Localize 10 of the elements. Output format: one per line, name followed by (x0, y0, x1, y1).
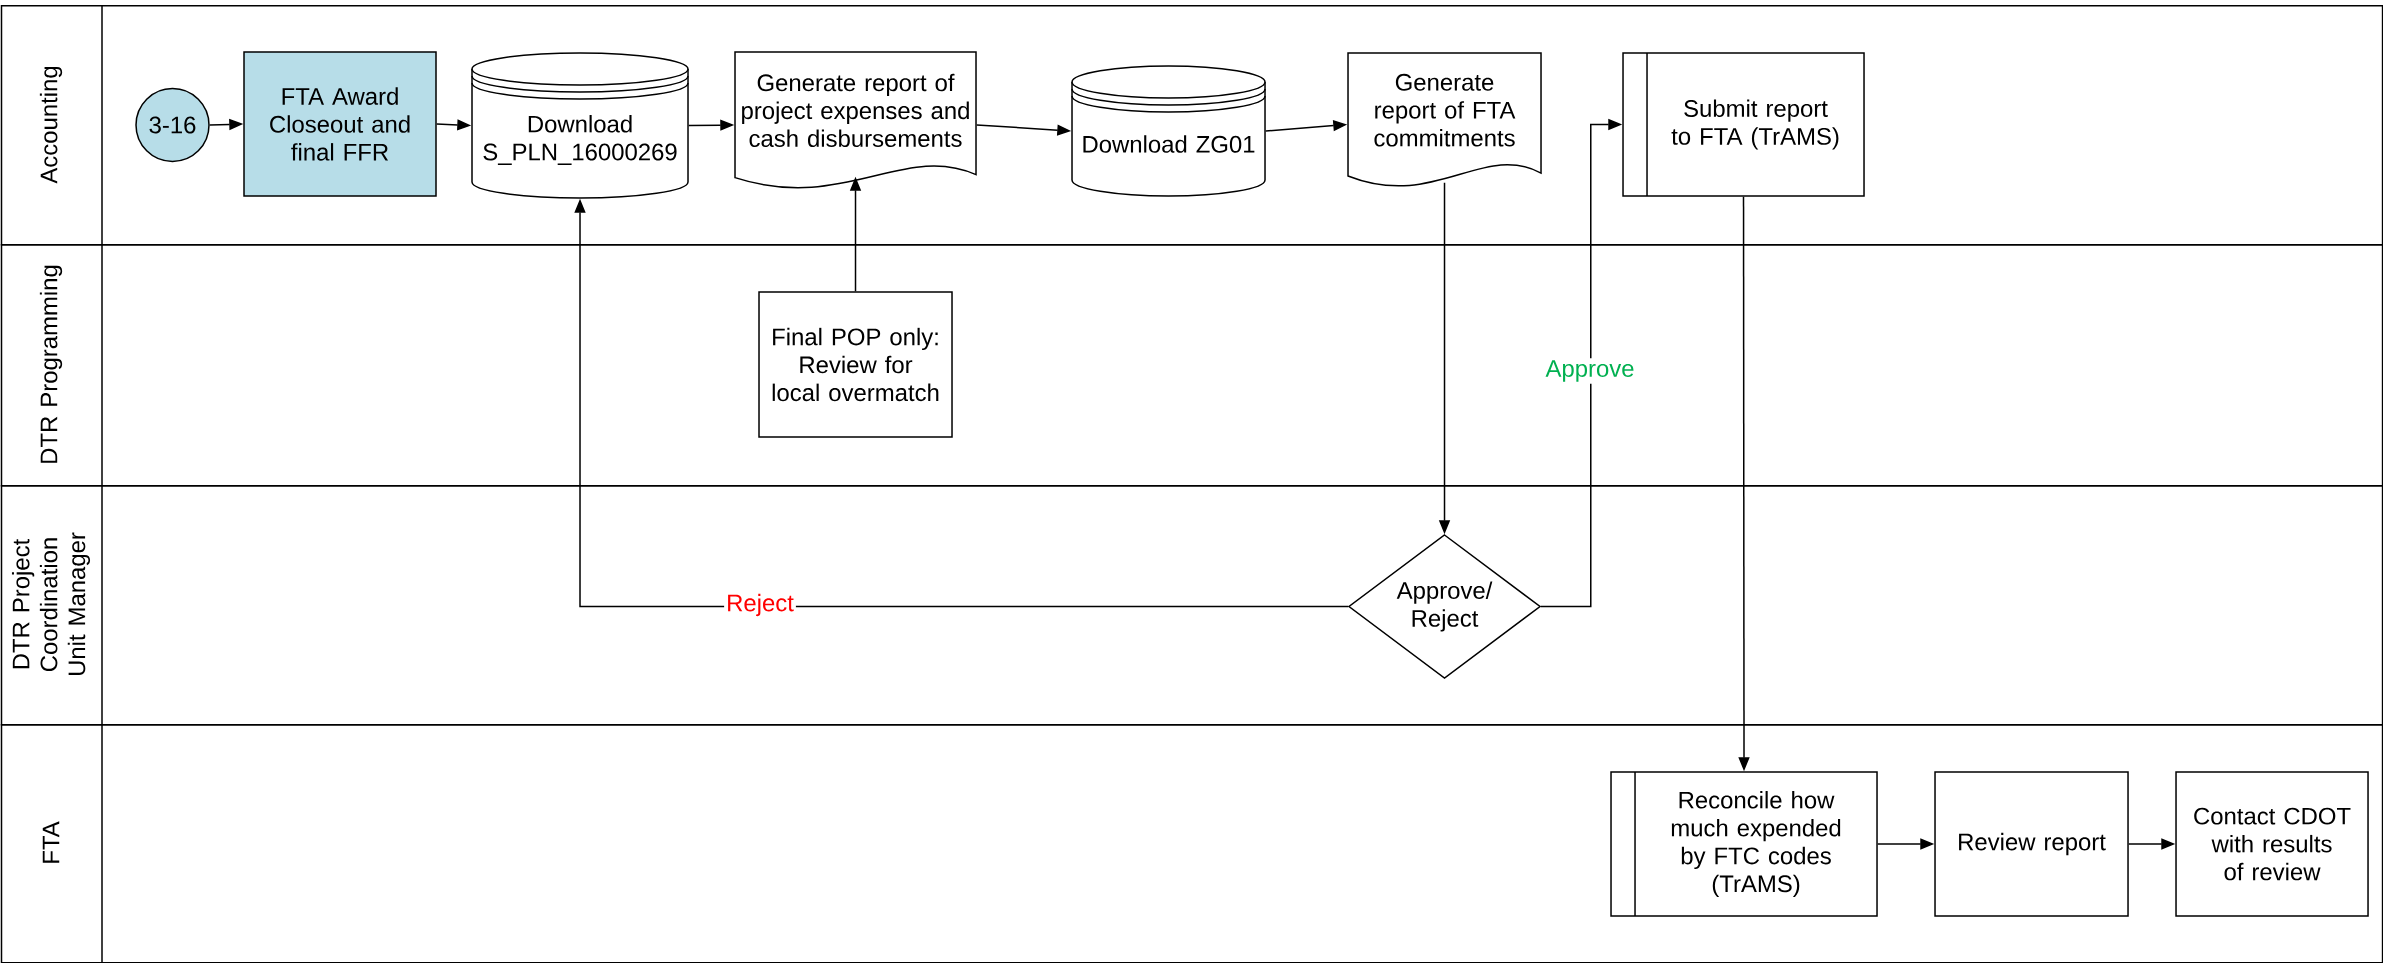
edge-label: Reject (724, 591, 796, 619)
database-cylinder: Download S_PLN_16000269 (471, 52, 689, 199)
process-box: FTA Award Closeout and final FFR (243, 51, 437, 197)
process-box: Contact CDOT with results of review (2175, 771, 2369, 917)
process-box: Review report (1934, 771, 2129, 917)
database-cylinder: Download ZG01 (1071, 65, 1266, 197)
edge-label: Approve (1543, 358, 1637, 384)
predefined-process-box: Submit report to FTA (TrAMS) (1622, 52, 1865, 197)
process-box: Final POP only: Review for local overmatch (758, 291, 953, 438)
predefined-process-box: Reconcile how much expended by FTC codes (TrAMS) (1610, 771, 1878, 917)
